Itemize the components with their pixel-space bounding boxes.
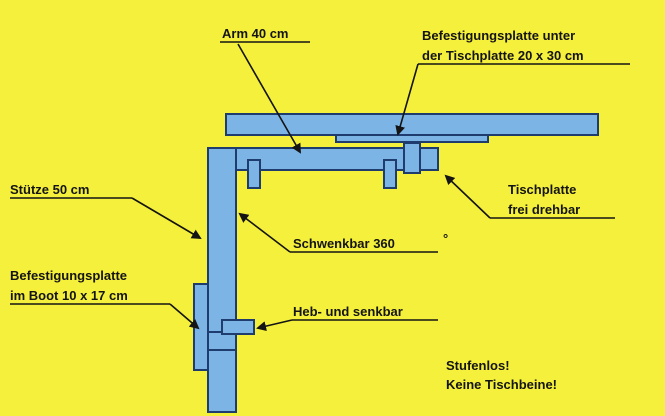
- support-label: Stütze 50 cm: [10, 182, 89, 197]
- rotation-bolt: [403, 142, 421, 174]
- no-legs-note: Keine Tischbeine!: [446, 377, 557, 392]
- table-label-line-2: frei drehbar: [508, 202, 580, 217]
- plate-top-leader: [395, 63, 419, 136]
- boat-plate-leader: [169, 303, 200, 330]
- arm-bolt-right: [383, 159, 397, 189]
- support-leader: [131, 197, 202, 240]
- arm-label: Arm 40 cm: [222, 26, 288, 41]
- plate-top-label-line-2: der Tischplatte 20 x 30 cm: [422, 48, 584, 63]
- leader-lines: [10, 41, 630, 332]
- boat-plate-label-line-2: im Boot 10 x 17 cm: [10, 288, 128, 303]
- degree-symbol: °: [443, 231, 448, 246]
- swivel-label: Schwenkbar 360: [293, 236, 395, 251]
- height-clamp-bolt: [221, 319, 255, 335]
- table-leader: [444, 174, 491, 219]
- table-label-line-1: Tischplatte: [508, 182, 576, 197]
- height-label: Heb- und senkbar: [293, 304, 403, 319]
- swivel-leader: [238, 212, 291, 253]
- mechanism: [193, 113, 599, 413]
- arm-leader: [237, 43, 301, 154]
- table-mount-plate: [335, 134, 489, 143]
- arm-bolt-left: [247, 159, 261, 189]
- plate-top-label-line-1: Befestigungsplatte unter: [422, 28, 575, 43]
- height-leader: [256, 319, 293, 332]
- support-post: [207, 147, 237, 413]
- table-top: [225, 113, 599, 136]
- boat-plate-label-line-1: Befestigungsplatte: [10, 268, 127, 283]
- stepless-note: Stufenlos!: [446, 358, 510, 373]
- labels: Arm 40 cm Befestigungsplatte unter der T…: [10, 26, 584, 392]
